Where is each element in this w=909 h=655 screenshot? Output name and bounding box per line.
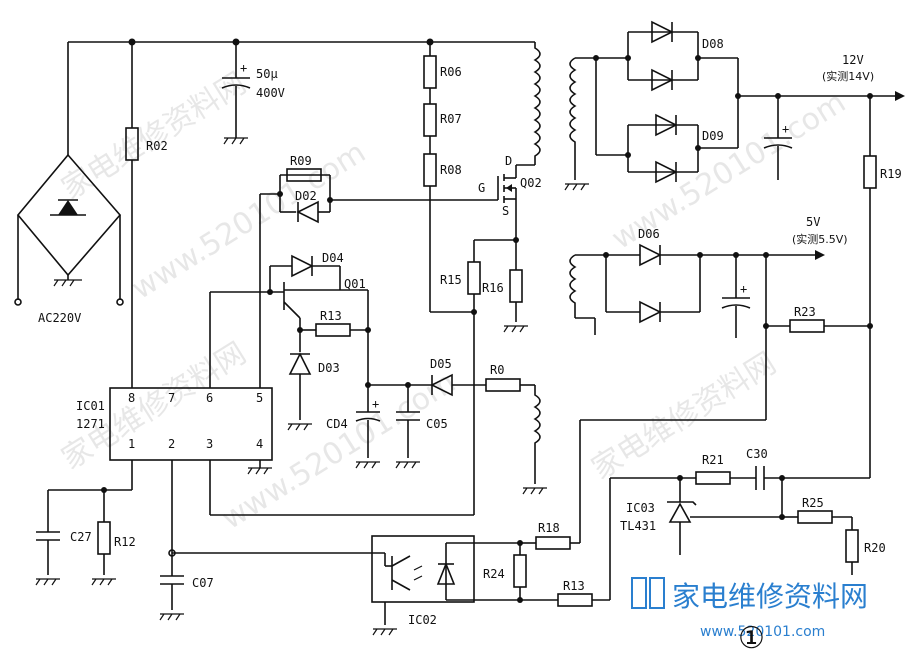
svg-text:7: 7 bbox=[168, 391, 175, 405]
label-ic03: IC03 bbox=[626, 501, 655, 515]
svg-text:8: 8 bbox=[128, 391, 135, 405]
label-cap-400v: 400V bbox=[256, 86, 285, 100]
label-d02: D02 bbox=[295, 189, 317, 203]
label-r24: R24 bbox=[483, 567, 505, 581]
label-c30: C30 bbox=[746, 447, 768, 461]
label-r20: R20 bbox=[864, 541, 886, 555]
logo-url: www.520101.com bbox=[700, 624, 825, 640]
label-r25: R25 bbox=[802, 496, 824, 510]
label-r06: R06 bbox=[440, 65, 462, 79]
watermark-url: www.520101.com bbox=[216, 365, 462, 537]
svg-text:3: 3 bbox=[206, 437, 213, 451]
label-c05: C05 bbox=[426, 417, 448, 431]
label-12v: 12V bbox=[842, 53, 864, 67]
watermark-layer: 家电维修资料网 www.520101.com 家电维修资料网 www.52010… bbox=[56, 66, 852, 537]
svg-text:+: + bbox=[782, 122, 789, 136]
label-r13-bottom: R13 bbox=[563, 579, 585, 593]
svg-text:6: 6 bbox=[206, 391, 213, 405]
svg-text:5: 5 bbox=[256, 391, 263, 405]
figure-number: ① bbox=[738, 621, 765, 655]
logo-text: 家电维修资料网 bbox=[672, 580, 868, 613]
label-drain: D bbox=[505, 154, 512, 168]
label-ic01: IC01 bbox=[76, 399, 105, 413]
label-r12: R12 bbox=[114, 535, 136, 549]
label-ac220v: AC220V bbox=[38, 311, 81, 325]
label-cap-50u: 50μ bbox=[256, 67, 278, 81]
svg-text:+: + bbox=[372, 397, 379, 411]
svg-text:2: 2 bbox=[168, 437, 175, 451]
label-r21: R21 bbox=[702, 453, 724, 467]
watermark-url: www.520101.com bbox=[126, 135, 372, 307]
ic02-optocoupler: IC02 bbox=[371, 535, 475, 636]
label-source: S bbox=[502, 204, 509, 218]
label-d06: D06 bbox=[638, 227, 660, 241]
label-r13-top: R13 bbox=[320, 309, 342, 323]
label-r0: R0 bbox=[490, 363, 504, 377]
label-5v: 5V bbox=[806, 215, 820, 229]
label-r02: R02 bbox=[146, 139, 168, 153]
svg-text:+: + bbox=[240, 61, 247, 75]
site-logo: 家电维修资料网 bbox=[631, 577, 868, 613]
label-ic01-part: 1271 bbox=[76, 417, 105, 431]
label-12v-measured: (实测14V) bbox=[822, 69, 874, 83]
label-r15: R15 bbox=[440, 273, 462, 287]
bridge-rectifier: AC220V bbox=[14, 42, 124, 325]
watermark-text: 家电维修资料网 bbox=[586, 346, 783, 487]
label-r08: R08 bbox=[440, 163, 462, 177]
label-d04: D04 bbox=[322, 251, 344, 265]
label-d08: D08 bbox=[702, 37, 724, 51]
label-d03: D03 bbox=[318, 361, 340, 375]
label-r07: R07 bbox=[440, 112, 462, 126]
label-r16: R16 bbox=[482, 281, 504, 295]
svg-text:+: + bbox=[740, 282, 747, 296]
label-d09: D09 bbox=[702, 129, 724, 143]
svg-text:4: 4 bbox=[256, 437, 263, 451]
label-ic02: IC02 bbox=[408, 613, 437, 627]
label-cd4: CD4 bbox=[326, 417, 348, 431]
label-r09: R09 bbox=[290, 154, 312, 168]
label-gate: G bbox=[478, 181, 485, 195]
label-r18: R18 bbox=[538, 521, 560, 535]
label-tl431: TL431 bbox=[620, 519, 656, 533]
label-c27: C27 bbox=[70, 530, 92, 544]
label-r19: R19 bbox=[880, 167, 902, 181]
ic01-controller: IC01 1271 8 7 6 5 1 2 3 4 bbox=[76, 387, 273, 461]
label-d05: D05 bbox=[430, 357, 452, 371]
svg-text:1: 1 bbox=[128, 437, 135, 451]
label-r23: R23 bbox=[794, 305, 816, 319]
q02-mosfet: Q02 G D S bbox=[478, 154, 542, 238]
label-c07: C07 bbox=[192, 576, 214, 590]
label-5v-measured: (实测5.5V) bbox=[792, 232, 848, 246]
label-q01: Q01 bbox=[344, 277, 366, 291]
label-q02: Q02 bbox=[520, 176, 542, 190]
